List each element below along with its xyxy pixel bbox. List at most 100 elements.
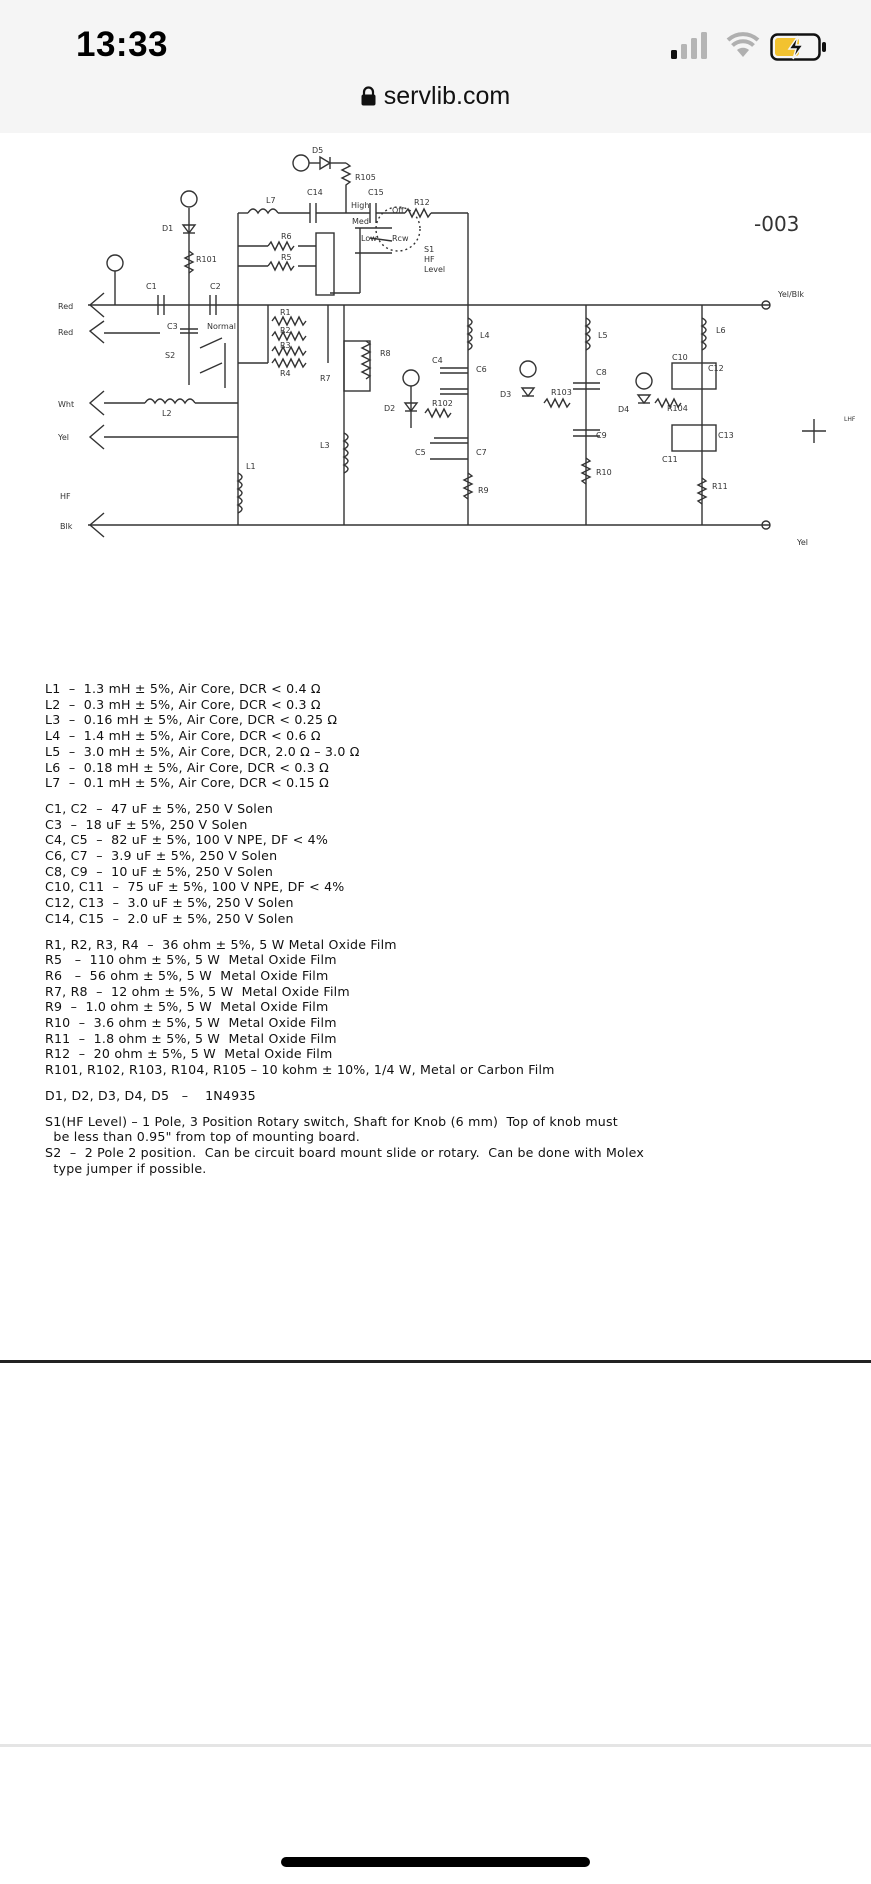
label-c7: C7 xyxy=(476,448,487,457)
spec-line: C4, C5 – 82 uF ± 5%, 100 V NPE, DF < 4% xyxy=(45,832,329,848)
label-l5: L5 xyxy=(598,331,608,340)
diode-specs: D1, D2, D3, D4, D5 – 1N4935 xyxy=(45,1088,644,1104)
label-hf-input: HF xyxy=(60,492,71,501)
spec-line: R101, R102, R103, R104, R105 – 10 kohm ±… xyxy=(45,1062,555,1078)
label-c13: C13 xyxy=(718,431,734,440)
spec-line: R7, R8 – 12 ohm ± 5%, 5 W Metal Oxide Fi… xyxy=(45,983,350,999)
label-l6: L6 xyxy=(716,326,726,335)
label-rcw: Rcw xyxy=(392,234,409,243)
wifi-icon xyxy=(726,32,760,57)
label-c1: C1 xyxy=(146,282,157,291)
label-d1: D1 xyxy=(162,224,173,233)
label-lhf: LHF xyxy=(844,416,856,423)
spec-line: C6, C7 – 3.9 uF ± 5%, 250 V Solen xyxy=(45,848,278,864)
spec-line: R12 – 20 ohm ± 5%, 5 W Metal Oxide Film xyxy=(45,1046,333,1062)
label-r6: R6 xyxy=(281,232,292,241)
label-red-1: Red xyxy=(58,302,73,311)
label-c2: C2 xyxy=(210,282,221,291)
label-low: Low xyxy=(361,234,377,243)
label-c15: C15 xyxy=(368,188,384,197)
label-r11: R11 xyxy=(712,482,728,491)
spec-line: C8, C9 – 10 uF ± 5%, 250 V Solen xyxy=(45,863,274,879)
label-l1: L1 xyxy=(246,462,256,471)
document-page[interactable]: D5 R105 L7 C14 C15 R12 High Off Med Low … xyxy=(0,133,871,1361)
label-l2: L2 xyxy=(162,409,172,418)
spec-line: L4 – 1.4 mH ± 5%, Air Core, DCR < 0.6 Ω xyxy=(45,728,321,744)
spec-line: R6 – 56 ohm ± 5%, 5 W Metal Oxide Film xyxy=(45,967,329,983)
label-c14: C14 xyxy=(307,188,323,197)
label-c8: C8 xyxy=(596,368,607,377)
url-bar[interactable]: servlib.com xyxy=(0,82,871,111)
label-high: High xyxy=(351,201,369,210)
label-yel-blk: Yel/Blk xyxy=(777,290,804,299)
label-r101: R101 xyxy=(196,255,217,264)
label-l3: L3 xyxy=(320,441,330,450)
label-r2: R2 xyxy=(280,326,291,335)
spec-line: C1, C2 – 47 uF ± 5%, 250 V Solen xyxy=(45,800,274,816)
label-blk: Blk xyxy=(60,522,73,531)
spec-line: R1, R2, R3, R4 – 36 ohm ± 5%, 5 W Metal … xyxy=(45,936,397,952)
label-r10: R10 xyxy=(596,468,612,477)
lock-icon xyxy=(361,86,376,106)
label-normal: Normal xyxy=(207,322,236,331)
label-d5: D5 xyxy=(312,146,323,155)
label-r104: R104 xyxy=(667,404,688,413)
toolbar-divider xyxy=(0,1744,871,1747)
battery-charging-icon xyxy=(770,33,826,61)
label-c10: C10 xyxy=(672,353,688,362)
label-r7: R7 xyxy=(320,374,331,383)
label-c11: C11 xyxy=(662,455,678,464)
url-text: servlib.com xyxy=(383,82,511,110)
switch-specs: S1(HF Level) – 1 Pole, 3 Position Rotary… xyxy=(45,1114,644,1177)
spec-line: L3 – 0.16 mH ± 5%, Air Core, DCR < 0.25 … xyxy=(45,712,338,728)
label-d2: D2 xyxy=(384,404,395,413)
clock-time: 13:33 xyxy=(76,25,169,64)
spec-line: C3 – 18 uF ± 5%, 250 V Solen xyxy=(45,816,248,832)
label-d3: D3 xyxy=(500,390,511,399)
label-yel-out: Yel xyxy=(796,538,808,547)
spec-line: L1 – 1.3 mH ± 5%, Air Core, DCR < 0.4 Ω xyxy=(45,681,321,696)
crossover-schematic: D5 R105 L7 C14 C15 R12 High Off Med Low … xyxy=(57,146,856,547)
label-s2: S2 xyxy=(165,351,175,360)
label-l7: L7 xyxy=(266,196,276,205)
spec-line: D1, D2, D3, D4, D5 – 1N4935 xyxy=(45,1087,256,1103)
label-r4: R4 xyxy=(280,369,291,378)
cellular-signal-icon xyxy=(671,32,707,59)
home-indicator[interactable] xyxy=(281,1857,590,1867)
spec-line: C12, C13 – 3.0 uF ± 5%, 250 V Solen xyxy=(45,895,294,911)
label-r9: R9 xyxy=(478,486,489,495)
label-r102: R102 xyxy=(432,399,453,408)
spec-line: L6 – 0.18 mH ± 5%, Air Core, DCR < 0.3 Ω xyxy=(45,759,329,775)
label-wht: Wht xyxy=(58,400,74,409)
label-c4: C4 xyxy=(432,356,443,365)
spec-line: S2 – 2 Pole 2 position. Can be circuit b… xyxy=(45,1144,645,1160)
label-r8: R8 xyxy=(380,349,391,358)
spec-line: L5 – 3.0 mH ± 5%, Air Core, DCR, 2.0 Ω –… xyxy=(45,743,360,759)
label-hf: HF xyxy=(424,255,435,264)
label-r103: R103 xyxy=(551,388,572,397)
spec-line: S1(HF Level) – 1 Pole, 3 Position Rotary… xyxy=(45,1113,618,1129)
label-med: Med xyxy=(352,217,369,226)
spec-line: type jumper if possible. xyxy=(45,1160,207,1176)
label-r3: R3 xyxy=(280,341,291,350)
label-yel: Yel xyxy=(57,433,69,442)
label-s1: S1 xyxy=(424,245,434,254)
page-divider xyxy=(0,1360,871,1363)
spec-line: be less than 0.95" from top of mounting … xyxy=(45,1129,360,1145)
browser-status-bar: 13:33 servlib.com xyxy=(0,0,871,134)
resistor-specs: R1, R2, R3, R4 – 36 ohm ± 5%, 5 W Metal … xyxy=(45,937,644,1078)
spec-line: C10, C11 – 75 uF ± 5%, 100 V NPE, DF < 4… xyxy=(45,879,345,895)
label-c12: C12 xyxy=(708,364,724,373)
spec-line: R9 – 1.0 ohm ± 5%, 5 W Metal Oxide Film xyxy=(45,999,329,1015)
label-red-2: Red xyxy=(58,328,73,337)
label-r105: R105 xyxy=(355,173,376,182)
label-r12: R12 xyxy=(414,198,430,207)
label-c5: C5 xyxy=(415,448,426,457)
parts-list: L1 – 1.3 mH ± 5%, Air Core, DCR < 0.4 Ω … xyxy=(45,681,644,1186)
capacitor-specs: C1, C2 – 47 uF ± 5%, 250 V Solen C3 – 18… xyxy=(45,801,644,927)
label-r1: R1 xyxy=(280,308,291,317)
spec-line: L2 – 0.3 mH ± 5%, Air Core, DCR < 0.3 Ω xyxy=(45,696,321,712)
spec-line: L7 – 0.1 mH ± 5%, Air Core, DCR < 0.15 Ω xyxy=(45,775,329,791)
spec-line: R5 – 110 ohm ± 5%, 5 W Metal Oxide Film xyxy=(45,952,337,968)
spec-line: C14, C15 – 2.0 uF ± 5%, 250 V Solen xyxy=(45,910,294,926)
